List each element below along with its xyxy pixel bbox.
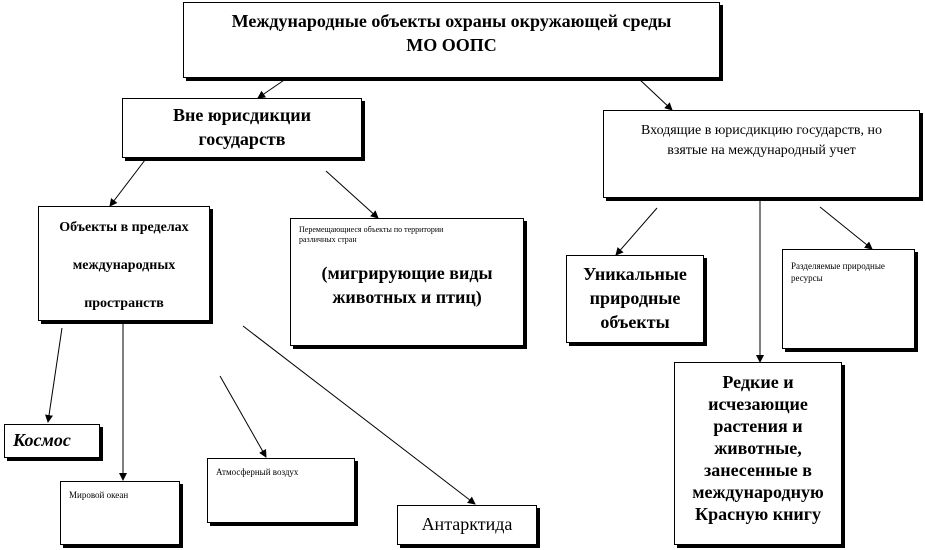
inside-line2: взятые на международный учет bbox=[667, 143, 856, 158]
international-spaces-box: Объекты в пределах международных простра… bbox=[38, 206, 210, 321]
antarctica-box: Антарктида bbox=[397, 505, 537, 545]
shared-resources-box: Разделяемые природные ресурсы bbox=[782, 249, 915, 349]
red-book-species-box: Редкие и исчезающие растения и животные,… bbox=[674, 362, 842, 545]
world-ocean-box: Мировой океан bbox=[60, 481, 180, 545]
redbook-line1: Редкие и bbox=[722, 372, 794, 392]
space-label: Космос bbox=[13, 430, 71, 450]
redbook-line5: занесенные в bbox=[703, 460, 813, 480]
intl-spaces-line3: пространств bbox=[84, 296, 164, 311]
outside-line1: Вне юрисдикции bbox=[173, 105, 311, 125]
root-title-line2: МО ООПС bbox=[406, 35, 497, 55]
redbook-line4: животные, bbox=[714, 438, 802, 458]
outside-line2: государств bbox=[198, 129, 286, 149]
migrating-line2: различных стран bbox=[299, 235, 357, 244]
inside-line1: Входящие в юрисдикцию государств, но bbox=[640, 123, 883, 138]
ocean-label: Мировой океан bbox=[69, 490, 129, 500]
inside-jurisdiction-box: Входящие в юрисдикцию государств, но взя… bbox=[603, 110, 920, 198]
arrow-outside-to-migrating bbox=[325, 170, 379, 219]
arrow-intl-to-space bbox=[45, 327, 63, 423]
migrating-line3: (мигрирующие виды bbox=[321, 263, 493, 283]
space-box: Космос bbox=[4, 424, 100, 458]
outside-jurisdiction-box: Вне юрисдикции государств bbox=[122, 98, 362, 158]
redbook-line6: международную bbox=[692, 482, 824, 502]
air-label: Атмосферный воздух bbox=[216, 467, 299, 477]
unique-line3: объекты bbox=[600, 312, 670, 332]
migrating-line4: животных и птиц) bbox=[332, 287, 482, 307]
arrow-root-to-inside bbox=[637, 77, 673, 111]
arrow-inside-to-unique bbox=[615, 207, 658, 256]
antarctica-label: Антарктида bbox=[421, 514, 513, 534]
atmospheric-air-box: Атмосферный воздух bbox=[207, 458, 355, 523]
arrow-intl-to-air bbox=[219, 375, 267, 458]
redbook-line3: растения и bbox=[713, 416, 803, 436]
redbook-line2: исчезающие bbox=[708, 394, 808, 414]
redbook-line7: Красную книгу bbox=[695, 504, 821, 524]
unique-line2: природные bbox=[589, 288, 681, 308]
migrating-line1: Перемещающиеся объекты по территории bbox=[299, 225, 444, 234]
migrating-objects-box: Перемещающиеся объекты по территории раз… bbox=[290, 218, 524, 346]
arrow-inside-to-shared bbox=[819, 206, 873, 250]
shared-line1: Разделяемые природные bbox=[791, 261, 885, 271]
intl-spaces-line1: Объекты в пределах bbox=[59, 220, 189, 235]
shared-line2: ресурсы bbox=[791, 273, 823, 283]
unique-natural-objects-box: Уникальные природные объекты bbox=[566, 255, 704, 343]
root-title-line1: Международные объекты охраны окружающей … bbox=[231, 11, 672, 31]
root-node-box: Международные объекты охраны окружающей … bbox=[183, 2, 720, 78]
unique-line1: Уникальные bbox=[583, 264, 687, 284]
arrow-outside-to-intl-spaces bbox=[109, 159, 146, 207]
intl-spaces-line2: международных bbox=[72, 258, 176, 273]
